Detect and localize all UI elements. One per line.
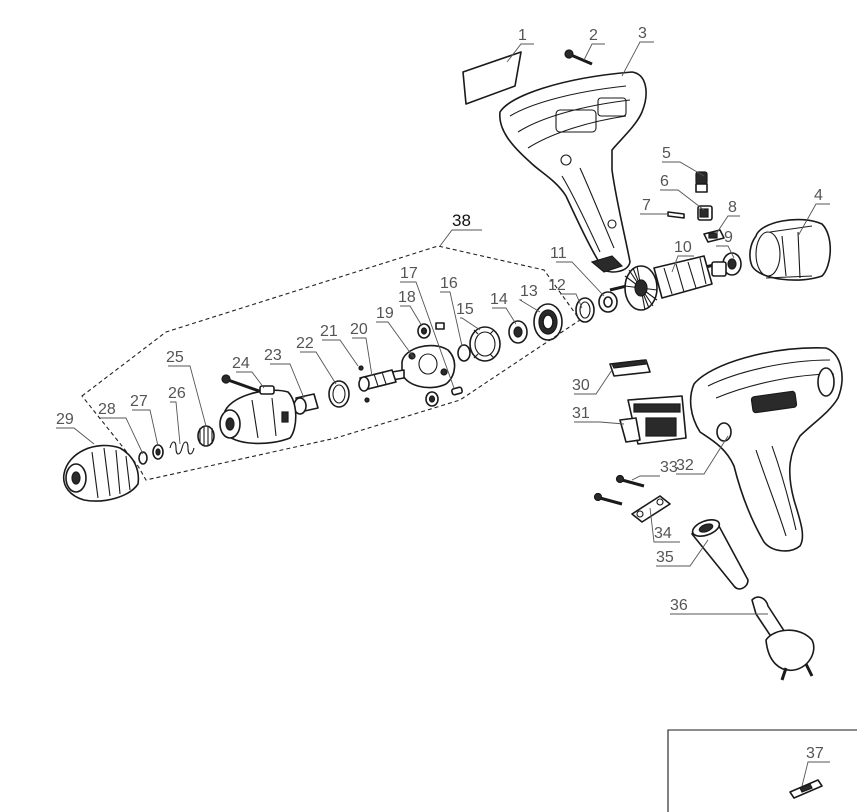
callout-27: 27 — [130, 393, 148, 410]
part-17-pin — [451, 386, 463, 396]
part-3-housing-half — [499, 71, 647, 273]
part-14-bearing — [508, 320, 528, 344]
callout-25: 25 — [166, 349, 184, 366]
callout-7: 7 — [642, 197, 651, 214]
callout-18: 18 — [398, 289, 416, 306]
callout-22: 22 — [296, 335, 314, 352]
part-8-clip — [703, 229, 725, 243]
part-27-washer — [152, 444, 164, 460]
callout-6: 6 — [660, 173, 669, 190]
callout-36: 36 — [670, 597, 688, 614]
callout-labels: 1 2 3 4 5 6 7 8 9 10 11 12 13 14 15 16 1… — [56, 25, 824, 762]
callout-17: 17 — [400, 265, 418, 282]
callout-4: 4 — [814, 187, 823, 204]
callout-33: 33 — [660, 459, 678, 476]
callout-23: 23 — [264, 347, 282, 364]
part-24-gear-case — [219, 374, 297, 445]
callout-2: 2 — [589, 27, 598, 44]
callout-35: 35 — [656, 549, 674, 566]
part-33-screws — [593, 474, 645, 506]
part-28-ring — [138, 451, 148, 465]
part-12-ring — [575, 297, 595, 323]
callout-29: 29 — [56, 411, 74, 428]
callout-20: 20 — [350, 321, 368, 338]
leader-lines — [56, 41, 830, 787]
part-20-spindle — [358, 369, 397, 392]
part-7-spring — [667, 211, 685, 219]
part-35-cord-guard — [691, 519, 749, 590]
part-25-clutch-ring — [197, 425, 215, 447]
callout-32: 32 — [676, 457, 694, 474]
part-2-screw — [564, 49, 593, 66]
part-30-direction-switch — [609, 359, 651, 377]
part-21-ball — [358, 365, 370, 403]
part-31-trigger-switch — [619, 395, 687, 445]
callout-15: 15 — [456, 301, 474, 318]
part-19-planet-carrier — [391, 344, 456, 389]
part-5-brush — [695, 171, 708, 193]
callout-38: 38 — [452, 211, 471, 230]
callout-37: 37 — [806, 745, 824, 762]
callout-31: 31 — [572, 405, 590, 422]
part-22-o-ring — [328, 380, 350, 408]
callout-28: 28 — [98, 401, 116, 418]
callout-19: 19 — [376, 305, 394, 322]
callout-1: 1 — [518, 27, 527, 44]
callout-14: 14 — [490, 291, 508, 308]
callout-11: 11 — [550, 245, 567, 262]
part-36-power-cord — [751, 596, 815, 681]
part-29-chuck — [62, 444, 140, 502]
part-13-gear-ring — [533, 303, 563, 341]
callout-21: 21 — [320, 323, 338, 340]
callout-16: 16 — [440, 275, 458, 292]
part-6-brush-holder — [697, 205, 713, 221]
part-1-label-plate — [462, 51, 522, 105]
part-26-spring — [169, 441, 195, 455]
part-10-armature — [609, 255, 727, 311]
part-15-ring-gear — [469, 326, 501, 362]
group-38-outline — [81, 245, 581, 481]
callout-10: 10 — [674, 239, 692, 256]
callout-12: 12 — [548, 277, 566, 294]
callout-34: 34 — [654, 525, 672, 542]
part-37-inset — [667, 729, 857, 812]
part-34-cord-clamp — [631, 495, 671, 523]
callout-30: 30 — [572, 377, 590, 394]
callout-5: 5 — [662, 145, 671, 162]
callout-3: 3 — [638, 25, 647, 42]
callout-8: 8 — [728, 199, 737, 216]
callout-13: 13 — [520, 283, 538, 300]
callout-9: 9 — [724, 229, 733, 246]
part-18-washer-pair — [417, 322, 445, 407]
part-4-rear-cap — [749, 218, 832, 281]
part-23-bushing — [293, 393, 319, 415]
callout-26: 26 — [168, 385, 186, 402]
part-16-ring — [457, 344, 471, 362]
part-11-washer — [598, 291, 618, 313]
callout-24: 24 — [232, 355, 250, 372]
